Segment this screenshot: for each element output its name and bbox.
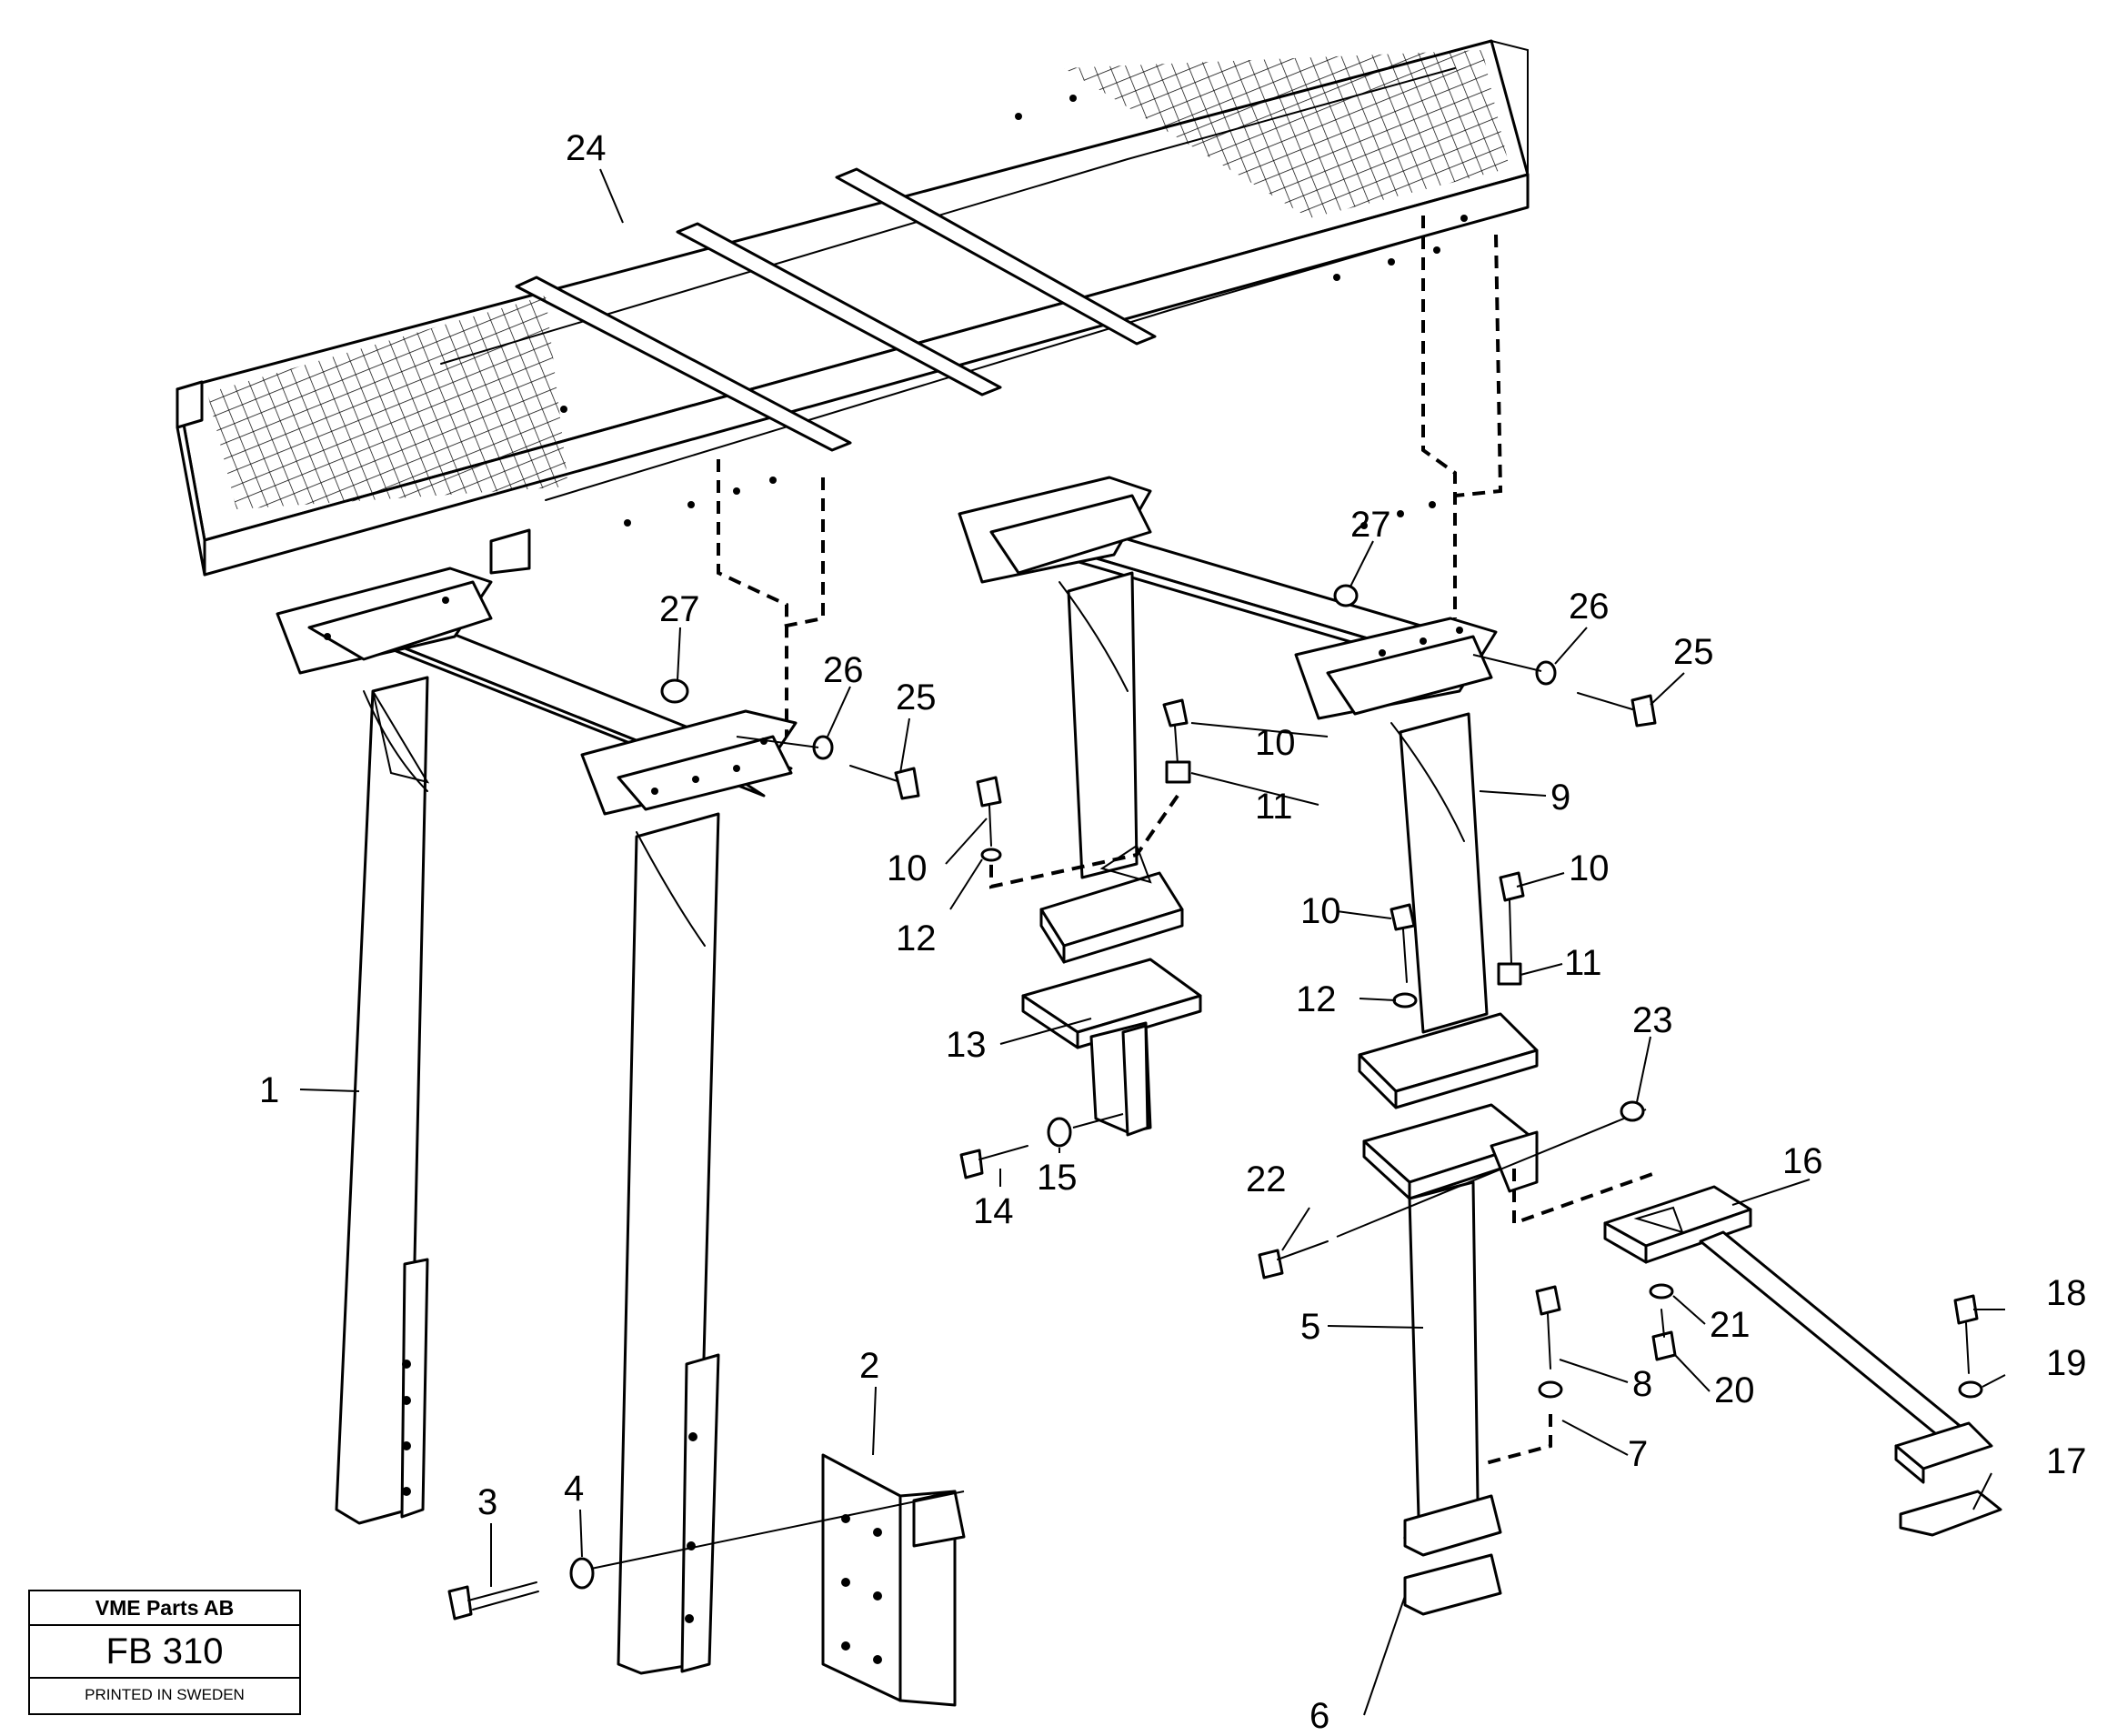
fasteners xyxy=(447,584,1983,1621)
platform-bolt-holes xyxy=(560,95,1468,527)
callout-8: 8 xyxy=(1632,1364,1652,1404)
callout-12a: 12 xyxy=(896,918,937,958)
callout-13: 13 xyxy=(946,1025,987,1065)
callout-18: 18 xyxy=(2046,1273,2087,1313)
callout-5: 5 xyxy=(1300,1307,1320,1347)
callout-leaders xyxy=(299,168,2006,1716)
callout-10b: 10 xyxy=(887,848,928,888)
printed-note: PRINTED IN SWEDEN xyxy=(85,1686,245,1703)
callout-10d: 10 xyxy=(1569,848,1610,888)
callout-24: 24 xyxy=(566,128,607,168)
callout-9: 9 xyxy=(1550,778,1570,818)
platform-grating xyxy=(176,39,1530,577)
callout-1: 1 xyxy=(259,1070,279,1110)
callout-11a: 11 xyxy=(1255,787,1293,827)
callout-10a: 10 xyxy=(1255,723,1296,763)
callout-20: 20 xyxy=(1714,1370,1755,1410)
title-block: VME Parts AB FB 310 PRINTED IN SWEDEN xyxy=(28,1590,301,1715)
mounting-bracket-13 xyxy=(1021,958,1202,1137)
callout-21: 21 xyxy=(1710,1305,1751,1345)
diagonal-brace-16 xyxy=(1603,1185,2002,1537)
callout-15: 15 xyxy=(1037,1158,1078,1198)
assembly-guide-lines xyxy=(717,216,1656,1466)
right-support-frame xyxy=(958,476,1539,1109)
callout-2: 2 xyxy=(859,1346,879,1386)
callout-3: 3 xyxy=(477,1482,497,1522)
company-name: VME Parts AB xyxy=(30,1591,299,1626)
callout-4: 4 xyxy=(564,1469,584,1509)
callout-16: 16 xyxy=(1782,1141,1823,1181)
callout-10c: 10 xyxy=(1300,891,1341,931)
callout-labels: 24 1 2 3 4 5 6 7 8 9 10 10 10 10 11 11 1… xyxy=(259,128,2087,1736)
callout-23: 23 xyxy=(1632,1000,1673,1040)
drawing-code: FB 310 xyxy=(30,1626,299,1679)
callout-25b: 25 xyxy=(1673,632,1714,672)
callout-27a: 27 xyxy=(659,589,700,629)
callout-26a: 26 xyxy=(823,650,864,690)
callout-7: 7 xyxy=(1628,1434,1648,1474)
callout-22: 22 xyxy=(1246,1159,1287,1199)
callout-6: 6 xyxy=(1309,1696,1329,1736)
callout-25a: 25 xyxy=(896,677,937,717)
clamp-plate-2 xyxy=(821,1453,966,1707)
callout-27b: 27 xyxy=(1350,505,1391,545)
callout-26b: 26 xyxy=(1569,587,1610,627)
callout-11b: 11 xyxy=(1564,943,1602,983)
lower-post-5 xyxy=(1362,1103,1539,1616)
callout-12b: 12 xyxy=(1296,979,1337,1019)
left-support-frame xyxy=(276,567,798,1675)
callout-14: 14 xyxy=(973,1191,1014,1231)
callout-19: 19 xyxy=(2046,1343,2087,1383)
callout-17: 17 xyxy=(2046,1441,2087,1481)
